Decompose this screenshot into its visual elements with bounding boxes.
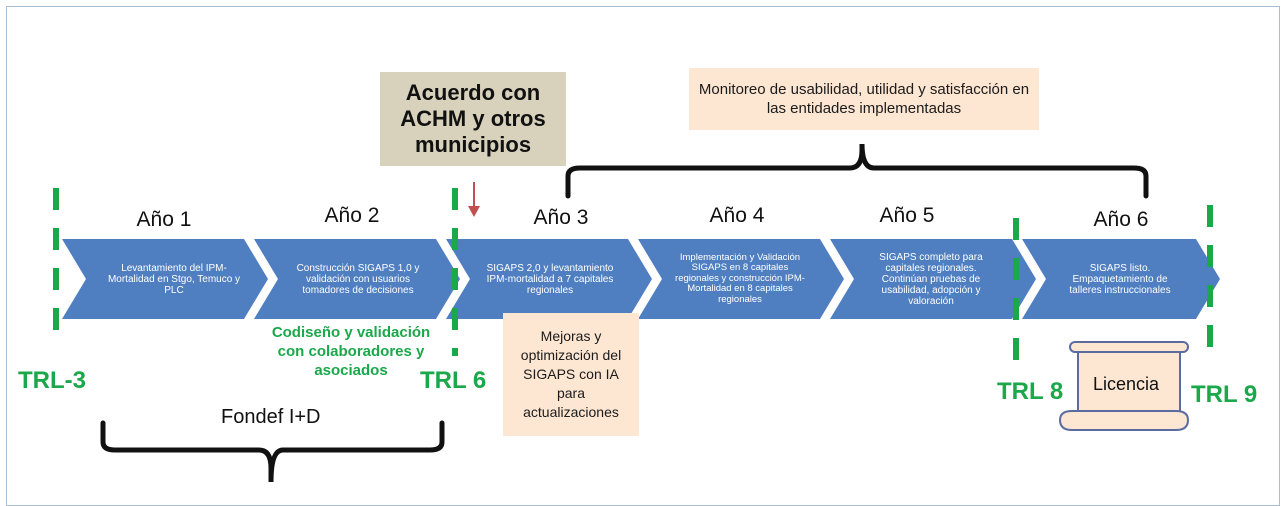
chevron-year-3: [446, 239, 652, 319]
chevron-year-1: [62, 239, 268, 319]
license-label: Licencia: [1093, 374, 1160, 394]
trl3-label: TRL-3: [18, 367, 86, 394]
year-label-5: Año 5: [879, 204, 935, 227]
improvement-box: Mejoras y optimización del SIGAPS con IA…: [503, 313, 639, 436]
license-scroll-icon: [1058, 341, 1190, 431]
funding-label: Fondef I+D: [221, 406, 321, 428]
chevron-year-6: [1022, 239, 1220, 319]
agreement-box: Acuerdo con ACHM y otros municipios: [380, 72, 566, 166]
trl6-label: TRL 6: [420, 367, 487, 394]
chevron-year-2: [254, 239, 460, 319]
chevron-text-6: SIGAPS listo. Empaquetamiento de tallere…: [1069, 262, 1171, 296]
chevron-text-4: Implementación y Validación SIGAPS en 8 …: [675, 251, 805, 305]
agreement-text: Acuerdo con ACHM y otros municipios: [400, 80, 546, 157]
timeline-graphics: [53, 143, 1220, 483]
chevron-year-4: [638, 239, 844, 319]
monitoring-text: Monitoreo de usabilidad, utilidad y sati…: [698, 81, 1030, 117]
year-label-2: Año 2: [324, 204, 380, 227]
year-label-1: Año 1: [136, 208, 192, 231]
fondef-brace: [100, 420, 445, 483]
chevron-text-5: SIGAPS completo para capitales regionale…: [879, 251, 983, 307]
chevron-year-5: [830, 239, 1036, 319]
year-label-4: Año 4: [709, 204, 765, 227]
monitoring-brace: [565, 143, 1149, 199]
year-label-3: Año 3: [533, 206, 589, 229]
trl9-label: TRL 9: [1191, 381, 1258, 408]
codesign-note: Codiseño y validación con colaboradores …: [271, 324, 431, 379]
chevron-text-3: SIGAPS 2,0 y levantamiento IPM-mortalida…: [486, 262, 614, 296]
chevron-text-2: Construcción SIGAPS 1,0 y validación con…: [296, 262, 420, 296]
year-label-6: Año 6: [1093, 208, 1149, 231]
red-arrow-icon: [468, 182, 480, 217]
chevron-text-1: Levantamiento del IPM-Mortalidad en Stgo…: [107, 262, 241, 296]
trl8-label: TRL 8: [997, 378, 1064, 405]
improvement-text: Mejoras y optimización del SIGAPS con IA…: [520, 328, 622, 420]
monitoring-box: Monitoreo de usabilidad, utilidad y sati…: [689, 68, 1039, 130]
